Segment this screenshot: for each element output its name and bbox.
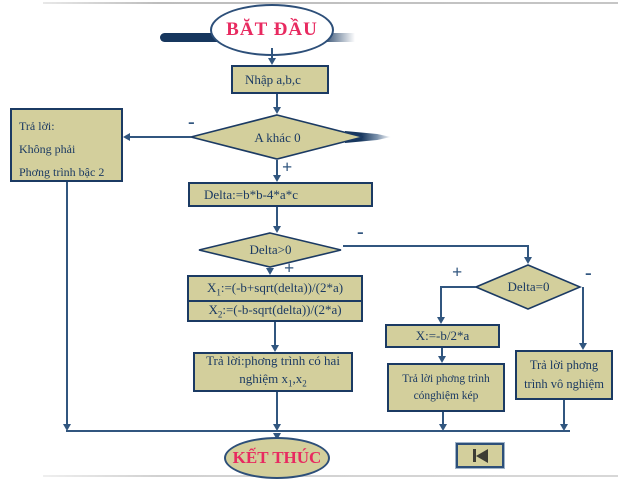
connector [441,286,476,288]
connector [276,160,278,176]
x2-formula-box: X2:=(-b-sqrt(delta))/(2*a) [187,300,363,322]
arrowhead [579,343,587,350]
connector [129,136,191,138]
answer-double-root-line1: Trả lời phơng trình [402,372,490,385]
skip-to-start-button[interactable] [456,443,504,468]
arrowhead [439,424,447,431]
arrowhead [271,345,279,352]
cond-a-label: A khác 0 [254,129,301,145]
delta-gt0-yes-sign: + [284,258,295,278]
answer-no-root-box: Trả lời phơng trình vô nghiệm [515,350,613,400]
slide-bottom-edge [43,475,618,477]
start-label: BĂT ĐẦU [226,19,318,40]
cond-a-diamond [190,114,364,160]
merge-connector [66,430,570,432]
connector [276,207,278,227]
x1-formula: X1:=(-b+sqrt(delta))/(2*a) [206,279,344,298]
connector [582,287,584,344]
delta-gt0-no-sign: - [357,221,364,243]
arrowhead [437,317,445,324]
answer-double-root-line2: cónghiệm kép [413,389,479,402]
connector [441,348,443,357]
cond-delta-eq0-diamond [475,264,582,310]
x-double-label: X:=-b/2*a [415,328,470,343]
arrowhead [560,424,568,431]
answer-no-root-line1: Trả lời phơng [529,358,599,372]
connector [563,400,565,425]
cond-delta-eq0-label: Delta=0 [507,279,550,294]
arrowhead [273,424,281,431]
skip-to-start-icon [472,448,488,463]
connector [442,412,444,425]
arrowhead [273,107,281,114]
arrowhead [273,175,281,182]
x2-formula: X2:=(-b-sqrt(delta))/(2*a) [208,302,342,320]
arrowhead [438,356,446,363]
arrowhead [273,226,281,233]
input-box: Nhập a,b,c [231,65,329,94]
answer-not-quadratic-line1: Trả lời: [19,119,55,133]
answer-not-quadratic-line2: Không phải [19,142,76,156]
answer-not-quadratic-line3: Phơng trình bậc 2 [19,165,105,179]
answer-not-quadratic-box: Trả lời: Không phải Phơng trình bậc 2 [10,108,123,182]
delta-eq0-yes-sign: + [452,262,463,282]
arrowhead [123,133,130,141]
end-terminal: KẾT THÚC [224,437,330,479]
connector [276,392,278,425]
delta-assign-box: Delta:=b*b-4*a*c [188,182,373,207]
slide-top-edge [43,2,618,4]
answer-two-roots-line2: nghiệm x1,x2 [239,370,307,389]
connector [274,322,276,346]
cond-delta-gt0-diamond [198,232,342,268]
x1-formula-box: X1:=(-b+sqrt(delta))/(2*a) [187,275,363,302]
delta-assign-label: Delta:=b*b-4*a*c [204,186,298,202]
arrowhead [266,268,274,275]
input-label: Nhập a,b,c [245,71,301,87]
connector [276,94,278,108]
cond-a-no-sign: - [188,111,195,133]
cond-a-yes-sign: + [282,157,293,177]
connector [527,245,529,258]
arrowhead [268,58,276,65]
cond-delta-gt0-label: Delta>0 [249,242,292,257]
connector [271,48,273,58]
connector [343,245,529,247]
answer-double-root-box: Trả lời phơng trình cónghiệm kép [387,363,505,412]
arrowhead [524,257,532,264]
x-double-box: X:=-b/2*a [385,324,500,348]
answer-no-root-line2: trình vô nghiệm [524,377,604,391]
connector [440,286,442,318]
answer-two-roots-box: Trả lời:phơng trình có hai nghiệm x1,x2 [193,352,353,392]
start-terminal: BĂT ĐẦU [210,4,334,56]
end-label: KẾT THÚC [232,448,322,467]
answer-two-roots-line1: Trả lời:phơng trình có hai [206,352,340,368]
delta-eq0-no-sign: - [585,262,592,284]
connector [66,182,68,425]
arrowhead [63,424,71,431]
